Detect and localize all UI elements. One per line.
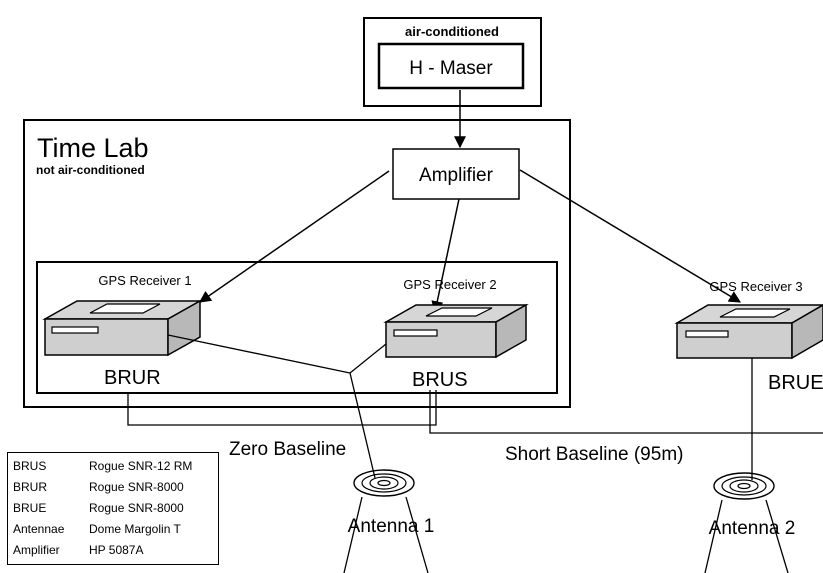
amp-to-receiver3-arrow: [519, 169, 742, 303]
short-baseline-label: Short Baseline (95m): [505, 444, 683, 465]
antenna-1: [343, 469, 429, 573]
receiver-1-title: GPS Receiver 1: [98, 273, 191, 288]
equipment-legend: BRUS Rogue SNR-12 RM BRUR Rogue SNR-8000…: [7, 452, 219, 565]
h-maser-label: H - Maser: [409, 58, 493, 79]
legend-key: BRUE: [13, 501, 47, 515]
station-brue: BRUE: [768, 372, 823, 394]
receiver-1-device: [42, 299, 203, 357]
receiver-3-device: [674, 304, 823, 360]
h-maser-box: [377, 42, 525, 90]
legend-value: Dome Margolin T: [89, 522, 181, 536]
legend-key: Amplifier: [13, 543, 60, 557]
antenna-2: [704, 472, 789, 573]
legend-value: Rogue SNR-8000: [89, 501, 184, 515]
amplifier-label: Amplifier: [419, 165, 494, 186]
receiver-enclosure: [36, 261, 558, 394]
legend-key: BRUR: [13, 480, 48, 494]
legend-value: Rogue SNR-12 RM: [89, 459, 193, 473]
amp-to-receiver1-arrow: [199, 170, 390, 303]
antenna-2-label: Antenna 2: [709, 518, 796, 539]
zero-baseline-label: Zero Baseline: [229, 439, 346, 460]
time-lab-subtitle: not air-conditioned: [36, 163, 145, 177]
legend-key: BRUS: [13, 459, 47, 473]
legend-key: Antennae: [13, 522, 65, 536]
amp-to-receiver2-arrow: [431, 198, 460, 314]
station-brur: BRUR: [104, 367, 161, 389]
antenna-cables: [127, 334, 823, 480]
time-lab-box: [23, 119, 571, 408]
receiver-3-title: GPS Receiver 3: [709, 279, 802, 294]
station-brus: BRUS: [412, 369, 468, 391]
receiver-2-title: GPS Receiver 2: [403, 277, 496, 292]
amplifier-box: [392, 148, 520, 200]
maser-enclosure-label: air-conditioned: [405, 24, 499, 39]
legend-value: HP 5087A: [89, 543, 144, 557]
antenna-1-label: Antenna 1: [348, 516, 435, 537]
time-lab-title: Time Lab: [37, 133, 149, 163]
receiver-2-device: [383, 303, 529, 359]
legend-value: Rogue SNR-8000: [89, 480, 184, 494]
